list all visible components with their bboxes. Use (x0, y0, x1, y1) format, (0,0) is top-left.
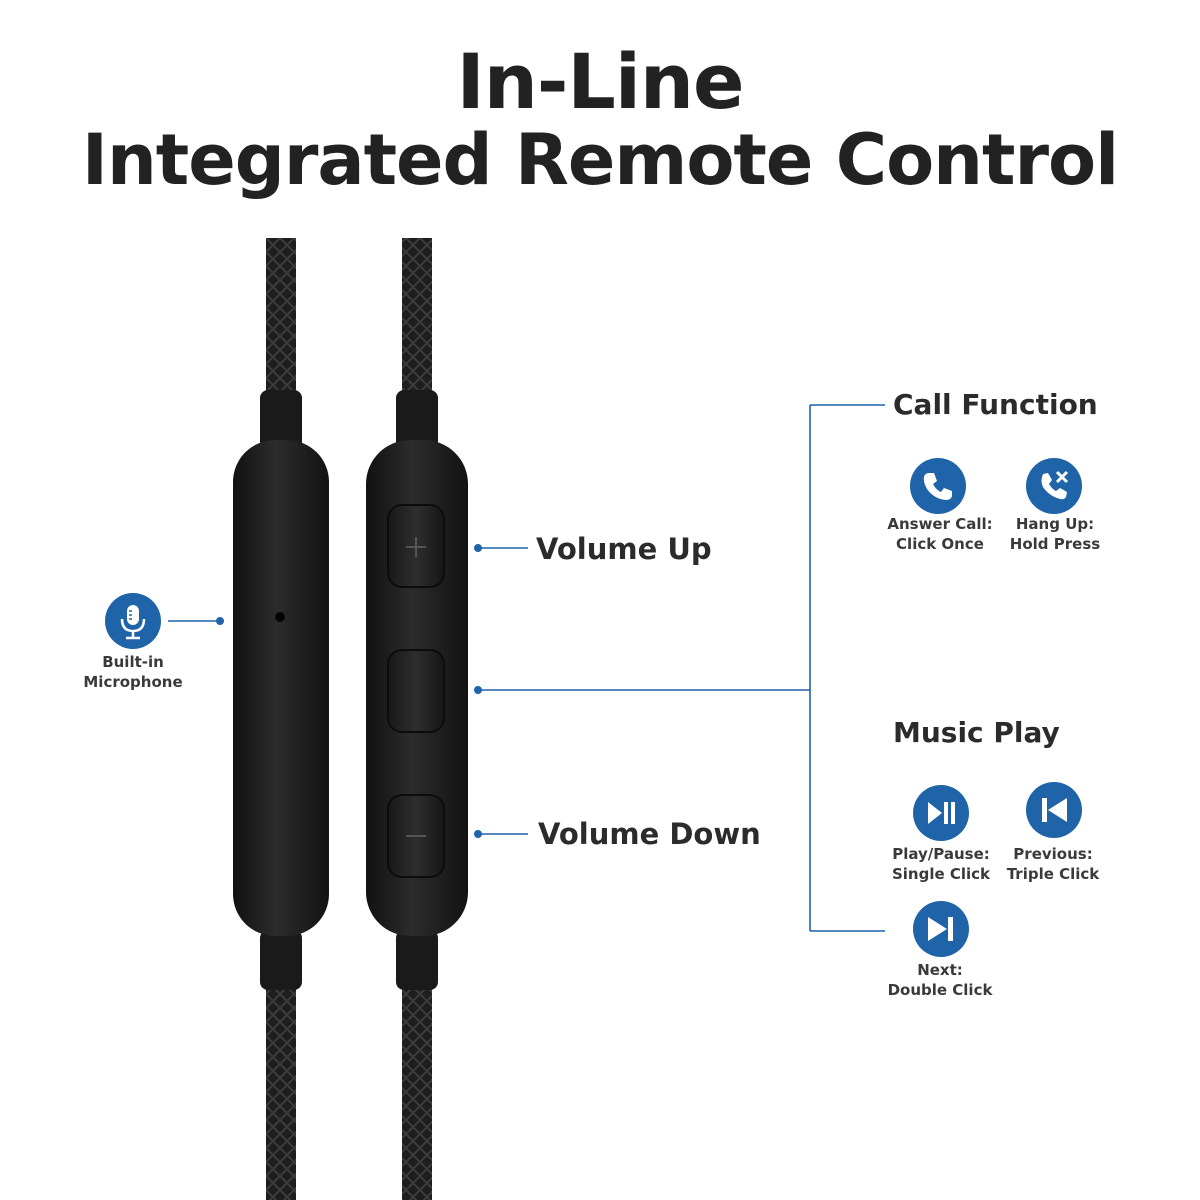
next-caption: Next: Double Click (887, 961, 993, 999)
hang-up-icon (1026, 458, 1082, 514)
call-function-heading: Call Function (893, 388, 1098, 421)
music-play-heading: Music Play (893, 716, 1060, 749)
right-cable (396, 238, 438, 1200)
title-line-1: In-Line (456, 37, 744, 126)
answer-call-caption: Answer Call: Click Once (887, 515, 993, 553)
microphone-caption: Built-in Microphone (83, 653, 183, 691)
volume-up-button (387, 504, 445, 588)
microphone-hole (275, 612, 285, 622)
volume-down-button (387, 794, 445, 878)
microphone-housing (233, 440, 329, 936)
callout-dots (216, 544, 482, 838)
phone-icon (910, 458, 966, 514)
left-cable (260, 238, 302, 1200)
hang-up-caption: Hang Up: Hold Press (1009, 515, 1101, 553)
microphone-icon (105, 593, 161, 649)
previous-caption: Previous: Triple Click (1006, 845, 1100, 883)
title-line-2: Integrated Remote Control (81, 119, 1119, 201)
center-button (387, 649, 445, 733)
callout-lines (168, 404, 885, 932)
next-icon (913, 901, 969, 957)
volume-up-label: Volume Up (536, 532, 712, 566)
previous-icon (1026, 782, 1082, 838)
play-pause-caption: Play/Pause: Single Click (891, 845, 991, 883)
play-pause-icon (913, 785, 969, 841)
remote-housing (366, 440, 468, 936)
volume-down-label: Volume Down (538, 817, 761, 851)
